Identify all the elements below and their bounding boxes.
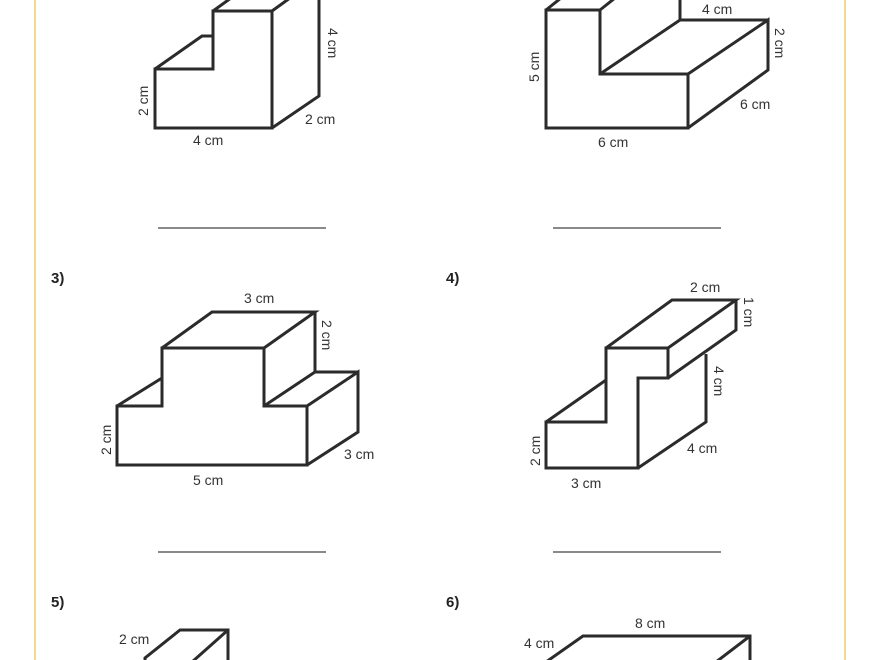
problem-number: 3) <box>51 270 64 287</box>
dim-label: 3 cm <box>244 290 274 306</box>
dim-label: 2 cm <box>305 111 335 127</box>
dim-label: 5 cm <box>193 472 223 488</box>
problem-number: 5) <box>51 594 64 611</box>
dim-label: 2 cm <box>319 320 335 350</box>
figure-4: 4) 2 cm 1 cm 4 cm 2 cm 4 cm 3 cm <box>446 270 757 553</box>
figure-5: 5) 2 cm <box>51 594 230 660</box>
dim-label: 2 cm <box>527 436 543 466</box>
problem-number: 6) <box>446 594 459 611</box>
dim-label: 4 cm <box>193 132 223 148</box>
dim-label: 2 cm <box>119 631 149 647</box>
figure-3: 3) 3 cm 2 cm 2 cm 5 cm 3 cm <box>51 270 374 553</box>
dim-label: 8 cm <box>635 615 665 631</box>
figure-2: 4 cm 2 cm 5 cm 6 cm 6 cm <box>526 0 788 229</box>
figure-1: 4 cm 2 cm 4 cm 2 cm <box>135 0 341 229</box>
dim-label: 2 cm <box>690 279 720 295</box>
dim-label: 6 cm <box>740 96 770 112</box>
dim-label: 4 cm <box>325 28 341 58</box>
dim-label: 5 cm <box>526 52 542 82</box>
dim-label: 4 cm <box>702 1 732 17</box>
dim-label: 3 cm <box>344 446 374 462</box>
dim-label: 1 cm <box>741 297 757 327</box>
right-page-border <box>844 0 846 660</box>
left-page-border <box>34 0 36 660</box>
problem-number: 4) <box>446 270 459 287</box>
dim-label: 4 cm <box>711 366 727 396</box>
figure-6: 6) 8 cm 4 cm <box>446 594 752 660</box>
dim-label: 2 cm <box>772 28 788 58</box>
dim-label: 4 cm <box>524 635 554 651</box>
dim-label: 2 cm <box>98 425 114 455</box>
dim-label: 6 cm <box>598 134 628 150</box>
dim-label: 3 cm <box>571 475 601 491</box>
dim-label: 2 cm <box>135 86 151 116</box>
dim-label: 4 cm <box>687 440 717 456</box>
